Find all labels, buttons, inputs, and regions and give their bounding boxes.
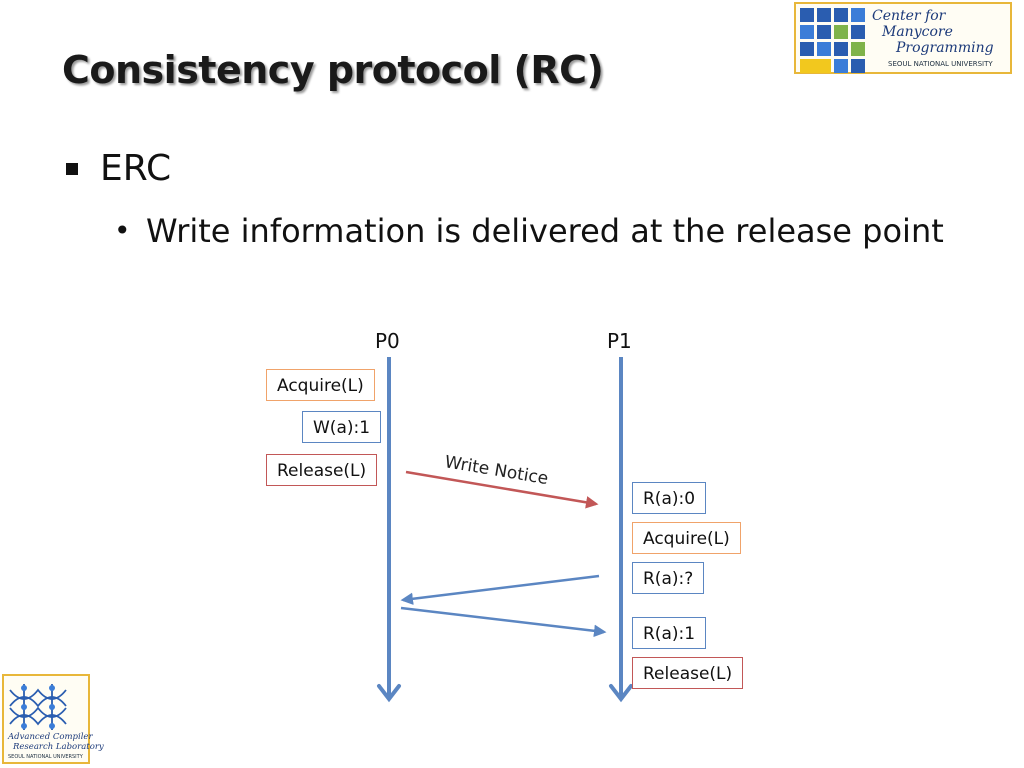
logo-line-programming: Programming (896, 40, 994, 56)
logo-lab-line1: Advanced Compiler (8, 732, 93, 742)
p1-read-1-box: R(a):1 (632, 617, 707, 649)
write-notice-arrow (405, 470, 599, 509)
slide-title: Consistency protocol (RC) (62, 48, 604, 92)
p0-acquire-box: Acquire(L) (266, 369, 375, 401)
process-label-p0: P0 (375, 329, 400, 353)
logo-institution: SEOUL NATIONAL UNIVERSITY (888, 60, 993, 68)
square-bullet-icon (66, 162, 78, 175)
p0-release-box: Release(L) (266, 454, 378, 486)
p1-read-unknown-box: R(a):? (632, 562, 705, 594)
center-for-manycore-programming-logo: Center for Manycore Programming SEOUL NA… (794, 2, 1012, 74)
write-notice-label: Write Notice (443, 452, 549, 489)
logo-lab-institution: SEOUL NATIONAL UNIVERSITY (8, 754, 83, 760)
bullet-erc-text: ERC (100, 148, 172, 189)
p0-write-box: W(a):1 (302, 411, 382, 443)
p0-timeline-arrowhead (377, 684, 401, 703)
p1-read-0-box: R(a):0 (632, 482, 707, 514)
reply-arrow (400, 606, 607, 638)
process-label-p1: P1 (607, 329, 632, 353)
bullet-erc: ERC (66, 148, 171, 189)
bullet-write-info: • Write information is delivered at the … (114, 208, 944, 254)
lattice-icon (9, 684, 67, 730)
request-arrow (400, 574, 600, 605)
p1-release-box: Release(L) (632, 657, 744, 689)
advanced-compiler-lab-logo: Advanced Compiler Research Laboratory SE… (2, 674, 104, 764)
p1-timeline-arrowhead (609, 684, 633, 703)
logo-line-center: Center for (872, 8, 946, 24)
logo-lab-line2: Research Laboratory (13, 742, 104, 752)
p1-acquire-box: Acquire(L) (632, 522, 741, 554)
dot-bullet-icon: • (114, 214, 131, 247)
bullet-write-info-text: Write information is delivered at the re… (146, 212, 944, 250)
logo-line-manycore: Manycore (882, 24, 953, 40)
